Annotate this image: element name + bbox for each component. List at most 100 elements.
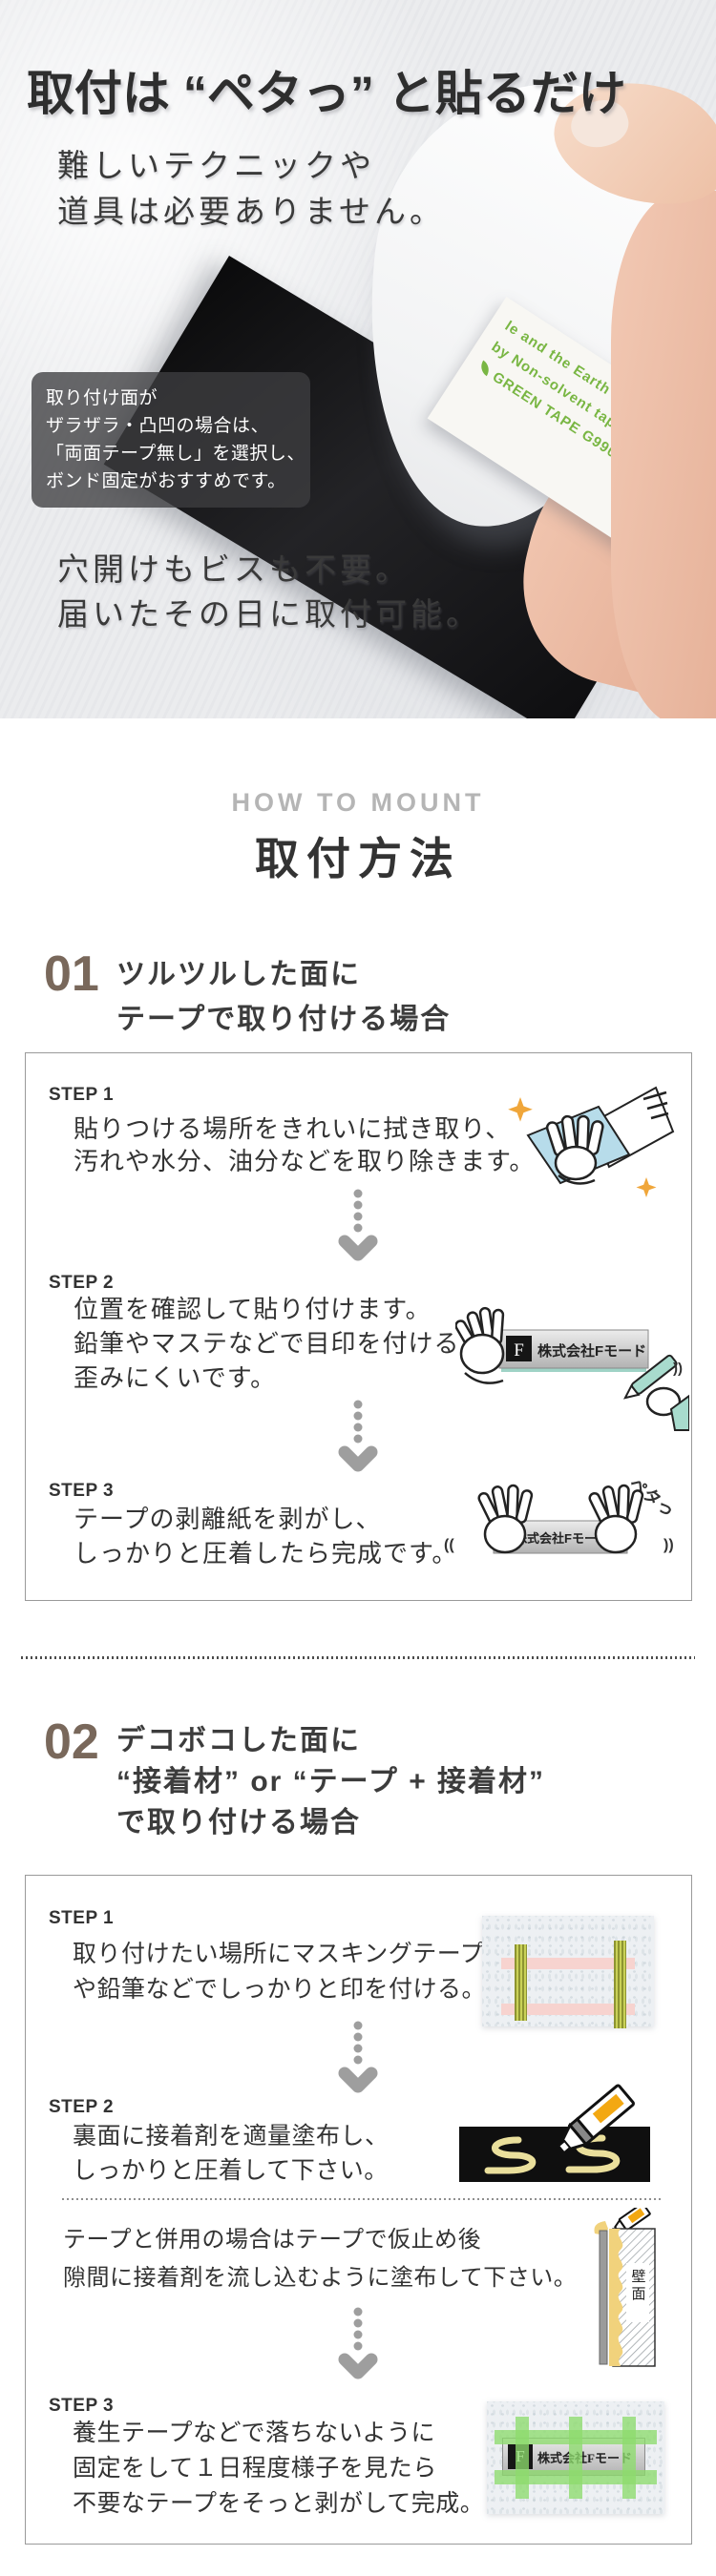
step-text-line: 鉛筆やマステなどで目印を付けると	[74, 1329, 486, 1358]
leaf-icon	[476, 360, 494, 377]
arrow-down-icon	[338, 1400, 378, 1472]
step-text: 裏面に接着剤を適量塗布し、 しっかりと圧着して下さい。	[73, 2119, 390, 2188]
step-text-line: 取り付けたい場所にマスキングテープ	[73, 1941, 485, 1967]
step-text: テープの剥離紙を剥がし、 しっかりと圧着したら完成です。	[74, 1502, 457, 1570]
hero-note-line: ザラザラ・凸凹の場合は、	[46, 416, 270, 436]
step-text: 取り付けたい場所にマスキングテープ や鉛筆などでしっかりと印を付ける。	[73, 1937, 486, 2007]
section1-heading: ツルツルした面に テープで取り付ける場合	[116, 952, 451, 1042]
step-label: STEP 3	[49, 2396, 115, 2416]
sign-text: 株式会社Fモード	[515, 1531, 609, 1546]
arrow-down-icon	[338, 2021, 378, 2093]
hero-subtitle-line: 難しいテクニックや	[57, 148, 375, 183]
sign-logo-square	[506, 1336, 532, 1361]
wall-cross-section-illustration: 壁面	[594, 2208, 656, 2367]
press-mark-right: ))	[663, 1537, 674, 1553]
masking-tape-strip	[622, 2417, 636, 2499]
combo-note-text: テープと併用の場合はテープで仮止め後 隙間に接着剤を流し込むように塗布して下さい…	[63, 2221, 577, 2297]
press-sign-illustration: ペタっ 株式会社Fモード (( ))	[444, 1474, 678, 1554]
shake-mark: ))	[673, 1361, 683, 1377]
section2-heading-line: “接着材” or “テープ + 接着材”	[116, 1766, 546, 1797]
section2-heading-line: で取り付ける場合	[116, 1807, 361, 1839]
section1-heading-line: ツルツルした面に	[116, 959, 361, 990]
glue-squiggle	[484, 2136, 537, 2174]
section2-heading: デコボコした面に “接着材” or “テープ + 接着材” で取り付ける場合	[116, 1720, 545, 1843]
wall-label: 壁面	[630, 2269, 646, 2303]
step-text-line: しっかりと圧着したら完成です。	[74, 1539, 458, 1568]
step-text-line: や鉛筆などでしっかりと印を付ける。	[73, 1976, 487, 2003]
section1-number: 01	[44, 946, 99, 1002]
inner-divider	[62, 2198, 662, 2200]
sign-text: 株式会社Fモード	[537, 1342, 646, 1360]
hero-note-box: 取り付け面が ザラザラ・凸凹の場合は、 「両面テープ無し」を選択し、 ボンド固定…	[32, 372, 310, 508]
sparkle-icon	[636, 1177, 657, 1197]
step-label: STEP 3	[49, 1481, 115, 1501]
hero-note-line: 取り付け面が	[46, 388, 158, 408]
note-line: テープと併用の場合はテープで仮止め後	[63, 2227, 482, 2253]
hero-photo-section: le and the Earth by Non-solvent tape GRE…	[0, 0, 716, 718]
masking-tape-green	[515, 1944, 527, 2021]
taped-sign-photo: F 株式会社Fモード	[487, 2401, 664, 2514]
section1-heading-line: テープで取り付ける場合	[116, 1004, 452, 1035]
step-label: STEP 2	[49, 2097, 115, 2117]
pressing-hand-icon	[477, 1484, 534, 1554]
section2-number: 02	[44, 1714, 99, 1770]
step-text: 養生テープなどで落ちないように 固定をして１日程度様子を見たら 不要なテープをそ…	[73, 2416, 484, 2522]
section1-steps-box: STEP 1 貼りつける場所をきれいに拭き取り、 汚れや水分、油分などを取り除き…	[25, 1052, 692, 1601]
mark-position-illustration: F 株式会社Fモード ))	[455, 1306, 689, 1431]
hero-subtitle-line: 道具は必要ありません。	[57, 194, 446, 229]
sign-logo-letter: F	[514, 1340, 524, 1361]
note-line: 隙間に接着剤を流し込むように塗布して下さい。	[63, 2265, 578, 2291]
step-text-line: 貼りつける場所をきれいに拭き取り、	[74, 1114, 512, 1143]
step-label: STEP 2	[49, 1273, 115, 1293]
masking-tape-pink	[501, 1958, 635, 1969]
step-text-line: 不要なテープをそっと剥がして完成。	[73, 2490, 485, 2517]
hero-note-line: 「両面テープ無し」を選択し、	[46, 444, 305, 464]
motion-lines-icon	[642, 1091, 669, 1120]
apply-glue-illustration	[459, 2084, 650, 2182]
step-label: STEP 1	[49, 1085, 115, 1105]
wiping-hand-icon	[545, 1114, 604, 1185]
glue-tube-icon	[614, 2208, 651, 2234]
pressing-hand-icon	[588, 1484, 644, 1554]
step-text-line: しっかりと圧着して下さい。	[73, 2157, 389, 2184]
masking-tape-green	[614, 1941, 626, 2028]
sign-text: 株式会社Fモード	[537, 2450, 632, 2465]
step-text-line: 位置を確認して貼り付けます。	[74, 1295, 432, 1323]
masking-tape-photo	[482, 1916, 654, 2028]
howto-title: 取付方法	[255, 834, 461, 883]
sparkle-icon	[508, 1097, 533, 1122]
glue-tube-icon	[557, 2084, 635, 2154]
step-text: 貼りつける場所をきれいに拭き取り、 汚れや水分、油分などを取り除きます。	[74, 1112, 535, 1177]
step-text-line: テープの剥離紙を剥がし、	[74, 1505, 382, 1533]
step-text-line: 養生テープなどで落ちないように	[73, 2420, 436, 2446]
sleeve-icon	[669, 1394, 689, 1431]
step-text: 位置を確認して貼り付けます。 鉛筆やマステなどで目印を付けると 歪みにくいです。	[74, 1292, 485, 1395]
howto-eyebrow: HOW TO MOUNT	[231, 788, 485, 817]
step-text-line: 歪みにくいです。	[74, 1363, 277, 1392]
section2-heading-line: デコボコした面に	[116, 1725, 361, 1756]
hero-bottom-line: 届いたその日に取付可能。	[57, 596, 481, 632]
hero-bottom-line: 穴開けもビスも不要。	[57, 551, 411, 587]
wipe-surface-illustration	[508, 1086, 675, 1197]
press-mark-left: ((	[444, 1537, 454, 1553]
arrow-down-icon	[338, 1189, 378, 1261]
step-text-line: 汚れや水分、油分などを取り除きます。	[74, 1147, 536, 1175]
masking-tape-strip	[516, 2417, 529, 2499]
hero-bottom-text: 穴開けもビスも不要。 届いたその日に取付可能。	[57, 547, 481, 636]
masking-tape-pink	[501, 2004, 635, 2015]
arrow-down-icon	[338, 2307, 378, 2379]
step-text-line: 固定をして１日程度様子を見たら	[73, 2455, 437, 2482]
step-label: STEP 1	[49, 1908, 115, 1928]
section2-steps-box: STEP 1 取り付けたい場所にマスキングテープ や鉛筆などでしっかりと印を付け…	[25, 1875, 692, 2545]
pen-icon	[622, 1354, 678, 1400]
section-divider	[21, 1656, 695, 1659]
holding-hand-icon	[455, 1306, 505, 1384]
hero-title: 取付は “ペタっ” と貼るだけ	[27, 67, 626, 120]
hero-note-line: ボンド固定がおすすめです。	[46, 471, 286, 491]
hand-arm	[611, 191, 716, 718]
glue-layer	[609, 2229, 623, 2366]
hero-subtitle: 難しいテクニックや 道具は必要ありません。	[57, 143, 445, 235]
step-text-line: 裏面に接着剤を適量塗布し、	[73, 2123, 390, 2150]
masking-tape-strip	[569, 2417, 582, 2499]
